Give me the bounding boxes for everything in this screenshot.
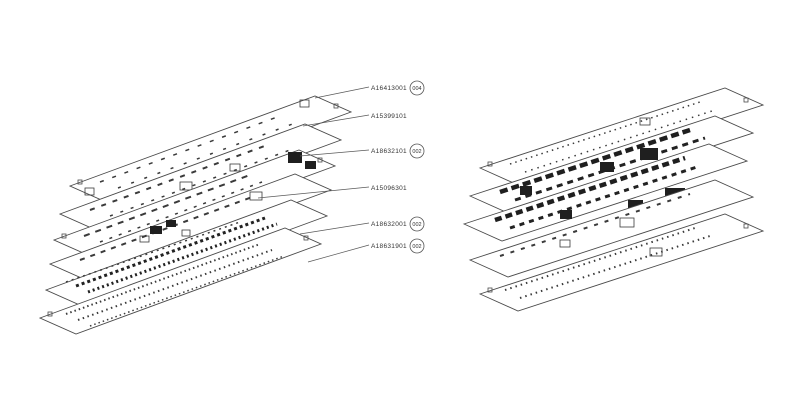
leader-line-2	[302, 114, 370, 127]
qty-badge-3: 002	[409, 143, 425, 159]
component	[628, 200, 643, 210]
board-left-2	[58, 123, 343, 231]
component	[166, 220, 176, 227]
right-stack	[462, 87, 765, 312]
board-left-6	[38, 227, 323, 335]
leader-line-6	[307, 244, 370, 263]
qty-badge-1: 004	[409, 80, 425, 96]
board-left-1	[68, 95, 353, 203]
mount-hole	[47, 311, 53, 317]
svg-text:002: 002	[412, 149, 421, 155]
mount-hole	[303, 235, 309, 241]
connector-block	[305, 161, 316, 169]
board-right-1	[478, 87, 765, 186]
mount-hole	[317, 157, 323, 163]
component	[150, 226, 162, 234]
mount-hole	[61, 233, 67, 239]
mount-hole	[333, 103, 339, 109]
part-label-2: A15399101	[371, 113, 407, 120]
board-right-5	[478, 213, 765, 312]
qty-badge-6: 002	[409, 238, 425, 254]
svg-text:002: 002	[412, 244, 421, 250]
leader-line-5	[299, 222, 370, 235]
board-right-2	[468, 115, 755, 214]
board-left-3	[52, 149, 337, 257]
leader-line-3	[299, 149, 370, 157]
board-left-4	[48, 173, 333, 281]
leader-line-1	[314, 86, 370, 99]
connector-block	[288, 152, 302, 163]
svg-text:004: 004	[412, 86, 421, 92]
mount-hole	[77, 179, 83, 185]
component	[600, 162, 614, 172]
component	[640, 148, 658, 160]
qty-badge-5: 002	[409, 216, 425, 232]
part-label-5: A18632001	[371, 221, 407, 228]
board-left-5	[44, 199, 329, 307]
mount-hole	[487, 161, 493, 167]
mount-hole	[487, 287, 493, 293]
board-right-3	[462, 143, 749, 242]
leader-line-4	[257, 186, 370, 199]
callouts: A16413001 A15399101 A18632101 A15096301 …	[257, 80, 425, 263]
svg-text:002: 002	[412, 222, 421, 228]
mount-hole	[743, 223, 749, 229]
component	[520, 186, 532, 195]
part-label-3: A18632101	[371, 148, 407, 155]
mount-hole	[743, 97, 749, 103]
component	[560, 210, 572, 219]
part-label-6: A18631901	[371, 243, 407, 250]
part-label-1: A16413001	[371, 85, 407, 92]
board-right-4	[468, 179, 755, 278]
part-label-4: A15096301	[371, 185, 407, 192]
left-stack	[38, 95, 353, 335]
